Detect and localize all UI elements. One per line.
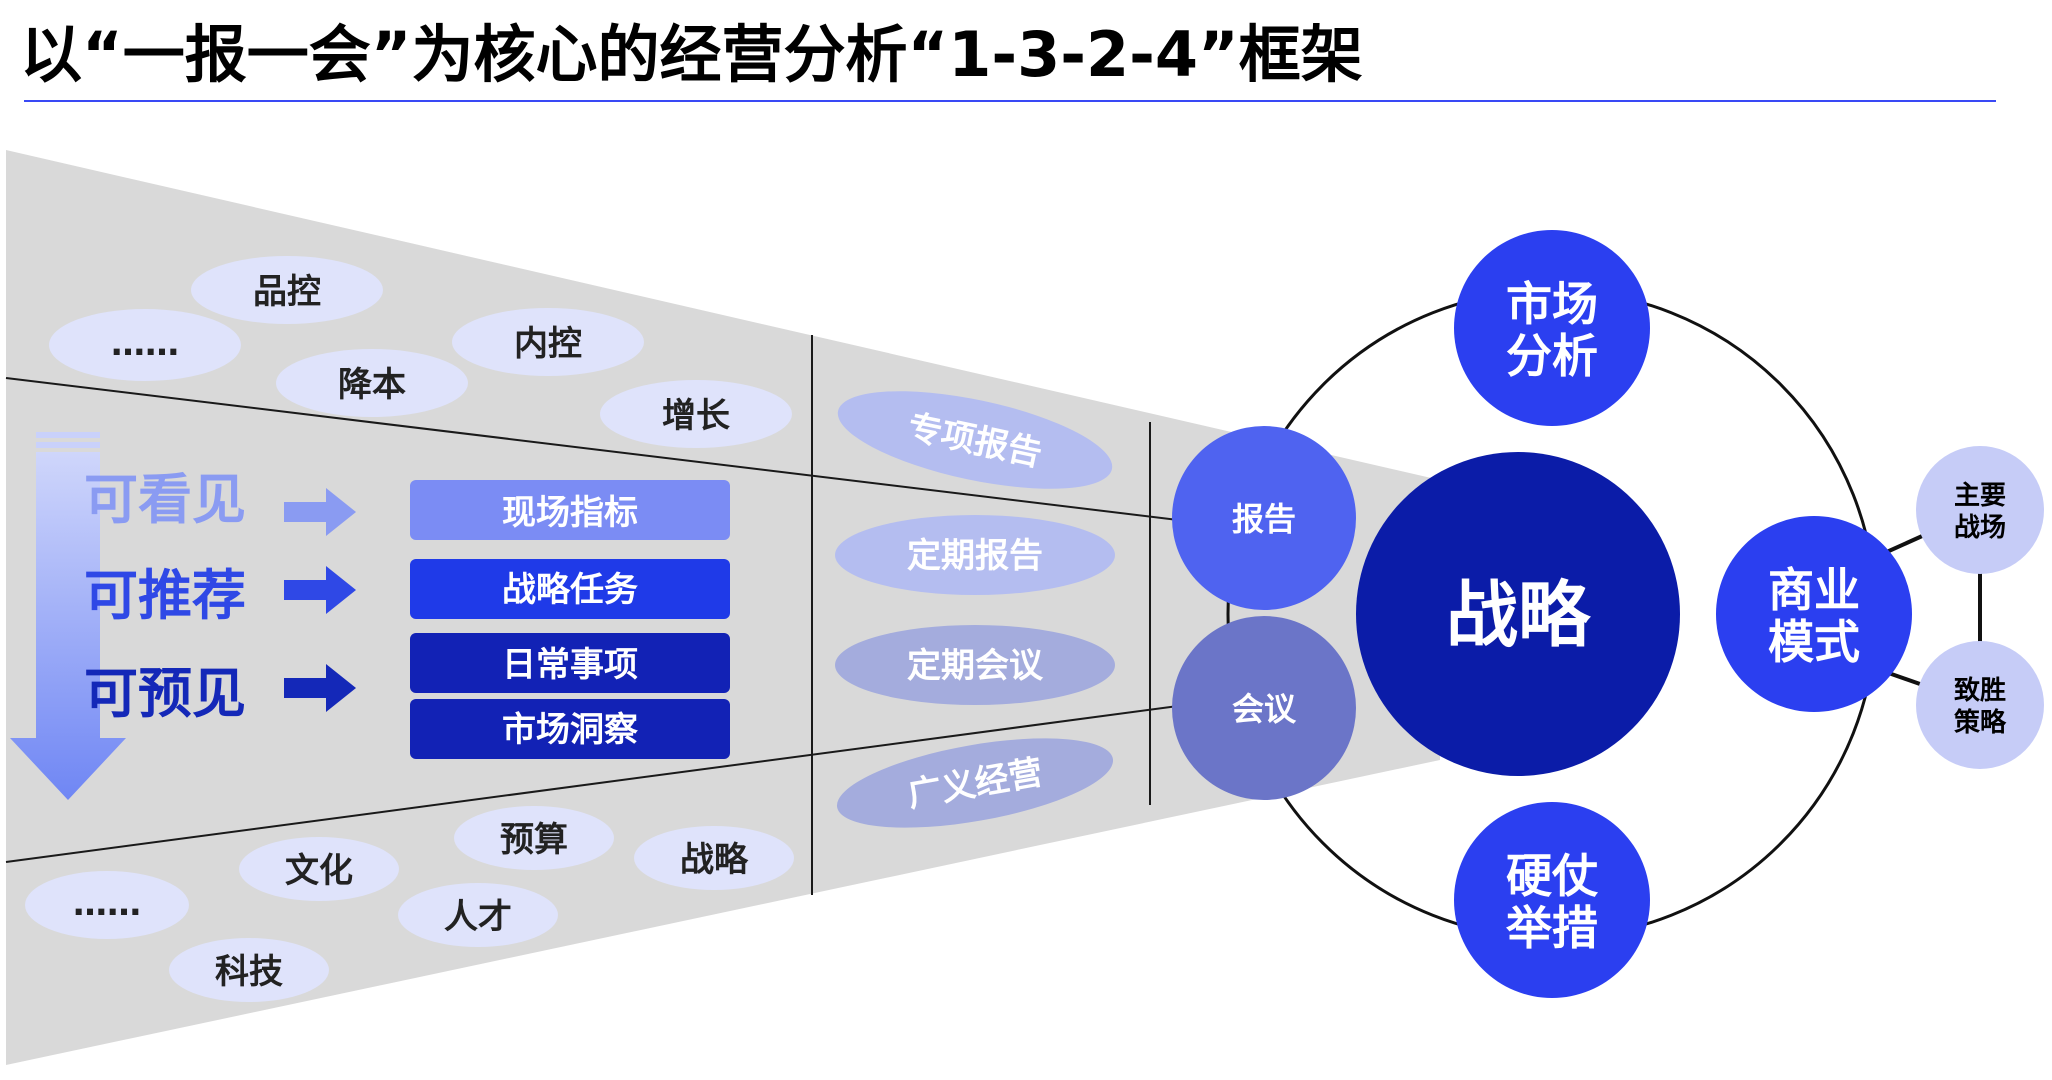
- arrow-right-icon: [284, 664, 356, 712]
- oval-growth: [600, 380, 792, 448]
- oval-label: 降本: [338, 365, 406, 405]
- oval-broad-operation: [836, 738, 1114, 828]
- market-analysis-label-line2: 分析: [1506, 329, 1598, 383]
- lower-divider-line: [5, 705, 1179, 863]
- meeting-node: [1172, 616, 1356, 800]
- title-rule: [24, 100, 1996, 102]
- oval-label: ……: [111, 324, 179, 364]
- box-label: 市场洞察: [502, 710, 638, 750]
- oval-label: 预算: [500, 820, 568, 860]
- business-model-label-line2: 模式: [1768, 615, 1860, 669]
- meeting-node-label: 会议: [1232, 690, 1297, 728]
- channel-label: 定期会议: [907, 646, 1044, 686]
- level-boxes: 现场指标 战略任务 日常事项 市场洞察: [410, 480, 730, 759]
- oval-label: 人才: [444, 897, 512, 937]
- oval-regular-report: [835, 515, 1115, 595]
- tough-measures-label-line2: 举措: [1505, 901, 1598, 955]
- level-label-foresee: 可预见: [84, 661, 246, 725]
- winning-strategy-label-line2: 策略: [1954, 707, 2007, 738]
- box-daily-matters: [410, 633, 730, 693]
- tough-measures-label-line1: 硬仗: [1506, 849, 1599, 903]
- oval-internal-control: [452, 308, 644, 376]
- oval-label: 文化: [285, 851, 353, 891]
- oval-budget: [454, 806, 614, 870]
- strategy-center-label: 战略: [1446, 573, 1592, 657]
- top-ovals: 品控 …… 内控 降本 增长: [49, 256, 792, 448]
- box-market-insight: [410, 699, 730, 759]
- report-node-label: 报告: [1232, 500, 1296, 538]
- big-down-arrow: [10, 432, 126, 800]
- oval-label: 品控: [253, 272, 321, 312]
- oval-special-report: [837, 391, 1113, 489]
- oval-talent: [398, 883, 558, 947]
- bottom-ovals: 预算 文化 战略 …… 人才 科技: [25, 806, 794, 1002]
- tough-measures-node: [1454, 802, 1650, 998]
- box-site-indicators: [410, 480, 730, 540]
- business-model-label-line1: 商业: [1768, 563, 1860, 617]
- main-battlefield-label-line1: 主要: [1954, 481, 2006, 511]
- box-label: 战略任务: [502, 570, 638, 610]
- main-battlefield-label-line2: 战场: [1954, 513, 2006, 543]
- oval-strategy-small: [634, 826, 794, 890]
- market-analysis-label-line1: 市场: [1506, 277, 1598, 331]
- oval-label: ……: [73, 884, 141, 924]
- level-label-recommend: 可推荐: [84, 563, 246, 627]
- upper-divider-line: [5, 377, 1179, 521]
- box-label: 现场指标: [502, 493, 638, 533]
- oval-ellipsis-bottom: [25, 871, 189, 939]
- oval-ellipsis-top: [49, 309, 241, 381]
- oval-label: 增长: [662, 396, 730, 436]
- arrow-right-icon: [284, 488, 356, 536]
- winning-strategy-label-line1: 致胜: [1954, 675, 2006, 706]
- page-title: 以“一报一会”为核心的经营分析“1-3-2-4”框架: [20, 18, 1363, 91]
- oval-technology: [169, 938, 329, 1002]
- oval-label: 内控: [514, 324, 582, 364]
- oval-label: 战略: [680, 840, 749, 880]
- oval-culture: [239, 837, 399, 901]
- channel-ovals: 专项报告 定期报告 定期会议 广义经营: [835, 391, 1115, 828]
- channel-label: 定期报告: [907, 536, 1043, 576]
- oval-regular-meeting: [835, 625, 1115, 705]
- oval-label: 科技: [215, 952, 283, 992]
- market-analysis-node: [1454, 230, 1650, 426]
- box-strategic-tasks: [410, 559, 730, 619]
- oval-cost-reduction: [276, 349, 468, 417]
- oval-quality-control: [191, 256, 383, 324]
- level-label-visible: 可看见: [84, 467, 246, 531]
- report-node: [1172, 426, 1356, 610]
- strategy-center-node: [1356, 452, 1680, 776]
- winning-strategy-node: [1916, 641, 2044, 769]
- main-battlefield-node: [1916, 446, 2044, 574]
- arrow-right-icon: [284, 566, 356, 614]
- box-label: 日常事项: [502, 645, 638, 685]
- business-model-node: [1716, 516, 1912, 712]
